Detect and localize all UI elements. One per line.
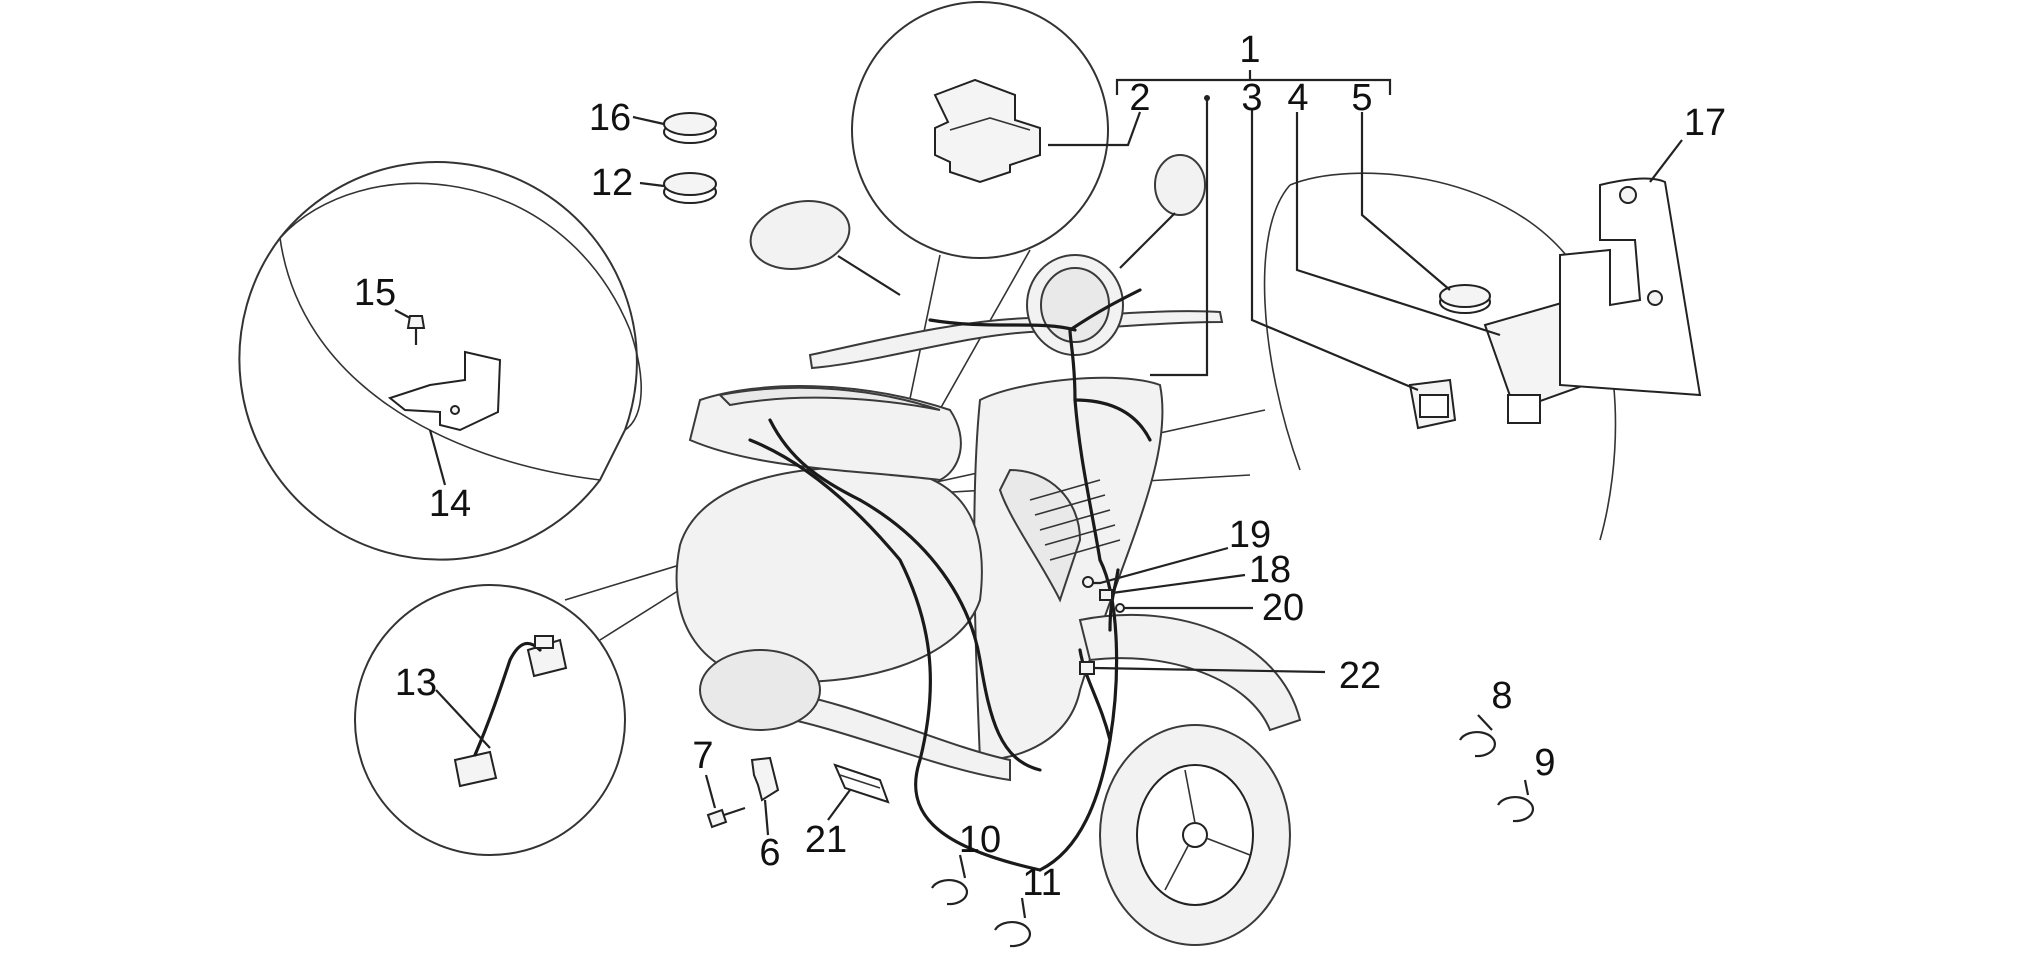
clip-part-9 — [1497, 795, 1534, 823]
clip-part-6 — [750, 756, 780, 802]
callout-2: 2 — [1129, 77, 1150, 119]
callout-10: 10 — [959, 819, 1001, 861]
screw-part-15 — [406, 315, 426, 345]
clamp-part-16 — [663, 112, 717, 144]
callout-17: 17 — [1684, 102, 1726, 144]
wiring-harness — [748, 288, 1152, 872]
callout-20: 20 — [1262, 587, 1304, 629]
callout-4: 4 — [1287, 77, 1308, 119]
callout-22: 22 — [1339, 655, 1381, 697]
wiring-part-13 — [453, 635, 568, 788]
clip-part-10 — [931, 878, 968, 906]
callout-8: 8 — [1491, 675, 1512, 717]
callout-1: 1 — [1239, 29, 1260, 71]
detail-bubble-left — [238, 161, 642, 561]
callout-14: 14 — [429, 483, 471, 525]
scooter-body — [675, 154, 1302, 946]
bracket-part-14 — [387, 350, 502, 432]
callout-5: 5 — [1351, 77, 1372, 119]
callout-12: 12 — [591, 162, 633, 204]
relay-part — [933, 78, 1041, 184]
connector-part-20 — [1115, 603, 1125, 613]
callout-3: 3 — [1241, 77, 1262, 119]
clip-part-11 — [994, 920, 1031, 948]
clip-part-8 — [1459, 730, 1496, 758]
bracket-plate-17 — [1559, 177, 1702, 397]
label-part-21 — [833, 763, 890, 804]
clamp-part-5 — [1439, 284, 1491, 314]
screw-part-7 — [706, 806, 746, 829]
callout-18: 18 — [1249, 549, 1291, 591]
callout-19: 19 — [1229, 514, 1271, 556]
callout-11: 11 — [1022, 862, 1061, 904]
callout-9: 9 — [1534, 742, 1555, 784]
callout-16: 16 — [589, 97, 631, 139]
callout-13: 13 — [395, 662, 437, 704]
connector-part-18 — [1099, 589, 1113, 601]
clamp-part-12 — [663, 172, 717, 204]
fuse-part — [1408, 378, 1457, 430]
callout-7: 7 — [692, 735, 713, 777]
leader-lines — [394, 70, 1683, 919]
callout-6: 6 — [759, 832, 780, 874]
callout-labels: 1 2 3 4 5 6 7 8 9 10 11 12 13 14 15 16 1… — [354, 29, 1726, 904]
connector-part-22 — [1079, 661, 1095, 675]
callout-15: 15 — [354, 272, 396, 314]
connector-part-19 — [1082, 576, 1094, 588]
callout-21: 21 — [805, 819, 847, 861]
